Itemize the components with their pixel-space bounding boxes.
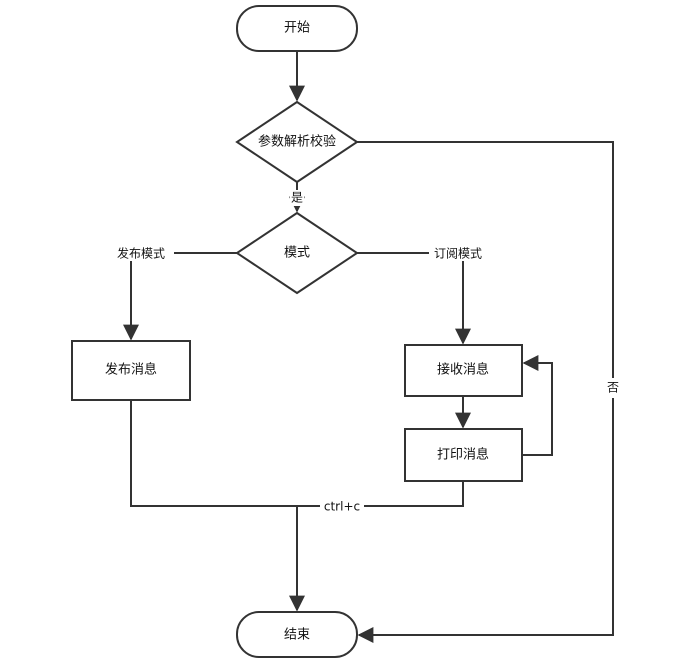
end-terminal — [236, 611, 358, 658]
edge-label-subscribe-mode: 订阅模式 — [434, 247, 482, 261]
receive-box — [404, 344, 523, 397]
edge-print-loop-to-receive — [522, 355, 553, 456]
print-label: 打印消息 — [437, 447, 489, 463]
edge-label-no: 否 — [607, 381, 619, 395]
mode-label: 模式 — [284, 246, 310, 261]
edge-publish-to-merge — [130, 400, 297, 507]
publish-label: 发布消息 — [105, 362, 157, 378]
edge-label-publish-mode: 发布模式 — [117, 246, 165, 261]
edge-mode-to-publish — [123, 252, 237, 341]
edge-mode-to-receive — [357, 252, 471, 345]
edge-label-yes: 是 — [291, 191, 303, 205]
edge-label-ctrl-c: ctrl+c — [324, 500, 360, 514]
start-label: 开始 — [284, 21, 310, 36]
mode-decision — [235, 211, 359, 295]
end-label: 结束 — [284, 628, 310, 643]
receive-label: 接收消息 — [437, 362, 489, 378]
parse-check-label: 参数解析校验 — [258, 134, 336, 150]
print-box — [404, 428, 523, 482]
